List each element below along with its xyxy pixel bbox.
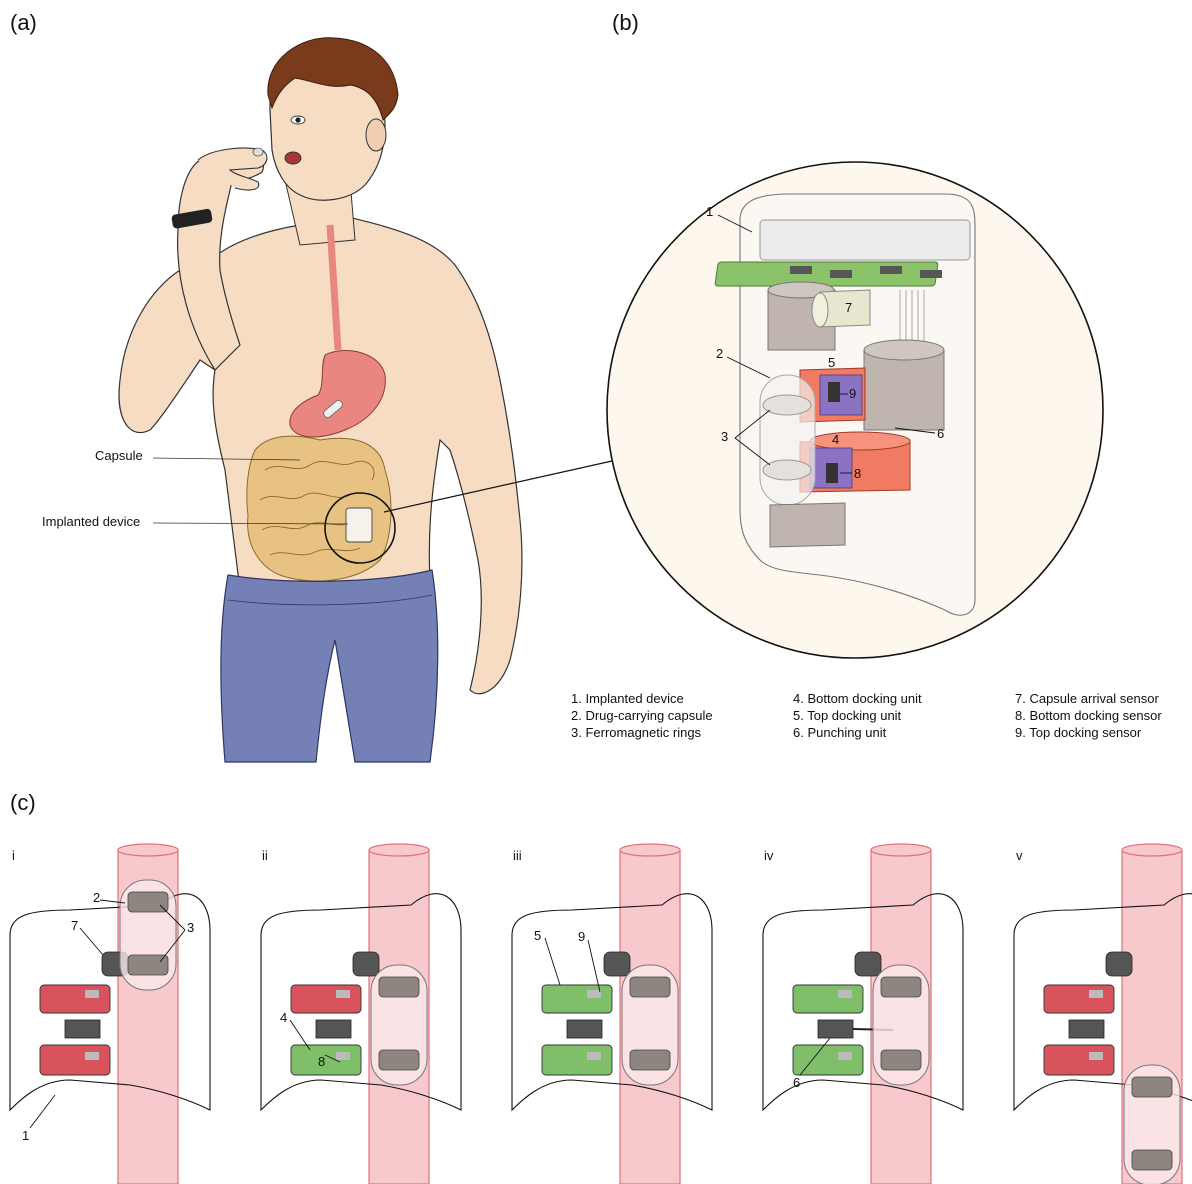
callout-c-i-3: 3 (187, 920, 194, 935)
arrival-sensor (353, 952, 379, 976)
top-dock (40, 985, 110, 1013)
callout-c-i-7: 7 (71, 918, 78, 933)
top-dock-sensor (85, 990, 99, 998)
top-dock (542, 985, 612, 1013)
top-dock (1044, 985, 1114, 1013)
bottom-dock-sensor (336, 1052, 350, 1060)
punch-unit (1069, 1020, 1104, 1038)
ferro-ring-top (630, 977, 670, 997)
callout-c-iv-6: 6 (793, 1075, 800, 1090)
top-dock-sensor (587, 990, 601, 998)
intestine-tube-top (620, 844, 680, 856)
ferro-ring-top (1132, 1077, 1172, 1097)
ferro-ring-top (881, 977, 921, 997)
bottom-dock-sensor (838, 1052, 852, 1060)
bottom-dock-sensor (1089, 1052, 1103, 1060)
punch-unit (567, 1020, 602, 1038)
punch-unit (316, 1020, 351, 1038)
intestine-tube-top (871, 844, 931, 856)
ferro-ring-bottom (379, 1050, 419, 1070)
bottom-dock (40, 1045, 110, 1075)
top-dock (291, 985, 361, 1013)
step-label-i: i (12, 848, 15, 863)
callout-c-ii-8: 8 (318, 1054, 325, 1069)
arrival-sensor (1106, 952, 1132, 976)
punch-unit (818, 1020, 853, 1038)
step-label-iv: iv (764, 848, 773, 863)
top-dock-sensor (838, 990, 852, 998)
callout-c-i-2: 2 (93, 890, 100, 905)
intestine-tube-top (1122, 844, 1182, 856)
c-leader-9 (588, 940, 600, 992)
ferro-ring-bottom (630, 1050, 670, 1070)
bottom-dock (542, 1045, 612, 1075)
step-label-iii: iii (513, 848, 522, 863)
step-label-v: v (1016, 848, 1023, 863)
step-label-ii: ii (262, 848, 268, 863)
ferro-ring-bottom (128, 955, 168, 975)
bottom-dock-sensor (85, 1052, 99, 1060)
intestine-tube-top (118, 844, 178, 856)
punch-unit (65, 1020, 100, 1038)
top-dock-sensor (336, 990, 350, 998)
callout-c-i-1: 1 (22, 1128, 29, 1143)
callout-c-ii-4: 4 (280, 1010, 287, 1025)
ferro-ring-bottom (881, 1050, 921, 1070)
c-leader-1 (30, 1095, 55, 1128)
bottom-dock (291, 1045, 361, 1075)
callout-c-iii-9: 9 (578, 929, 585, 944)
bottom-dock (1044, 1045, 1114, 1075)
arrival-sensor (855, 952, 881, 976)
top-dock-sensor (1089, 990, 1103, 998)
ferro-ring-top (379, 977, 419, 997)
arrival-sensor (604, 952, 630, 976)
callout-c-iii-5: 5 (534, 928, 541, 943)
ferro-ring-top (128, 892, 168, 912)
c-leader-7 (80, 928, 103, 955)
ferro-ring-bottom (1132, 1150, 1172, 1170)
bottom-dock-sensor (587, 1052, 601, 1060)
intestine-tube-top (369, 844, 429, 856)
top-dock (793, 985, 863, 1013)
c-leader-5 (545, 938, 560, 985)
